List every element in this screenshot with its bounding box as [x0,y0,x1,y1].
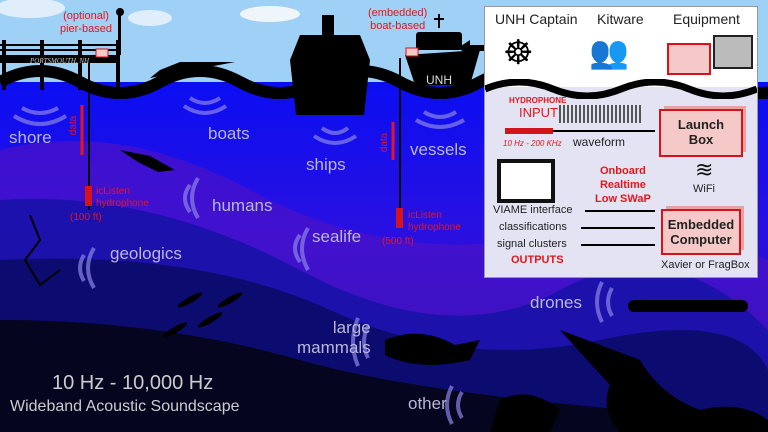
onboard-label: Onboard Realtime Low SWaP [595,164,651,206]
team-icon: 👥 [589,34,629,70]
hydrophone-right-depth: (500 ft) [382,236,414,247]
onboard-line1: Onboard [599,165,646,177]
launch-box-line1: Launch [677,117,725,132]
system-panel: UNH Captain Kitware Equipment ☸ 👥 HYDROP… [484,6,758,278]
label-geologics: geologics [110,244,182,263]
label-ships: ships [306,155,346,174]
hydrophone-right-label: icListen hydrophone [408,210,461,234]
panel-wave-divider [485,79,757,99]
launch-box-line2: Box [688,132,714,147]
hydrophone-right-line2: hydrophone [408,222,461,233]
outputs-title: OUTPUTS [511,254,564,266]
unh-boat-icon [405,14,480,85]
hydrophone-left-line2: hydrophone [96,198,149,209]
boat-label-line1: (embedded) [368,7,428,19]
speedboat-icon [150,62,235,78]
boat-name: UNH [426,73,452,87]
squid-icon [560,330,768,432]
frequency-range: 10 Hz - 10,000 Hz [52,372,214,394]
captain-icon: ☸ [503,34,534,72]
whale-icon [385,333,480,365]
crack-icon [23,214,61,287]
panel-top [485,7,757,87]
label-boats: boats [208,124,250,143]
pier-label-line2: pier-based [60,23,112,35]
output-arrow-3 [581,244,655,246]
label-vessels: vessels [410,140,467,159]
input-label: INPUT [519,105,558,120]
onboard-line3: Low SWaP [595,193,651,205]
output-arrow-1 [585,210,655,212]
ship-icon [290,15,370,115]
label-large-mammals: large mammals [297,318,371,358]
drone-icon [628,300,748,312]
input-range: 10 Hz - 200 KHz [503,139,562,148]
label-large: large [332,318,371,337]
label-other: other [408,394,447,413]
label-shore: shore [9,128,52,147]
fish-school-icon [162,292,243,338]
data-label-right: data [379,132,391,153]
header-kitware: Kitware [597,11,644,27]
embedded-line1: Embedded [667,217,735,232]
embedded-computer-box: Embedded Computer [661,209,741,255]
waveform-icon [559,105,641,123]
label-humans: humans [212,196,273,215]
hydrophone-plug-icon [505,128,553,134]
diver-icon [120,150,175,172]
data-label-left: data [68,115,80,136]
input-arrow [553,130,655,132]
embedded-line2: Computer [670,232,732,247]
subtitle: Wideband Acoustic Soundscape [10,398,240,415]
boat-label: (embedded) boat-based [368,7,427,33]
output-signal-clusters: signal clusters [497,238,567,250]
hydrophone-left-label: icListen hydrophone [96,186,149,210]
battery-icon [713,35,753,69]
boat-label-line2: boat-based [370,20,426,32]
viame-monitor-icon [497,159,555,203]
wifi-icon: ≋ [695,157,714,182]
label-sealife: sealife [312,227,362,246]
header-equipment: Equipment [673,11,740,27]
hydrophone-right-line1: icListen [408,210,442,221]
output-classifications: classifications [499,221,567,233]
output-arrow-2 [581,227,655,229]
gpu-icon [667,43,711,75]
pier-label: (optional) pier-based [60,10,112,36]
embedded-caption: Xavier or FragBox [661,259,750,271]
header-unh-captain: UNH Captain [495,11,578,27]
sound-wave-icons [12,96,614,425]
onboard-line2: Realtime [599,179,646,191]
output-viame: VIAME interface [493,204,573,216]
wifi-label: WiFi [693,183,715,195]
pier-icon [0,8,124,90]
input-title: HYDROPHONE [509,96,567,105]
label-mammals: mammals [297,338,371,357]
label-drones: drones [530,293,582,312]
waveform-label: waveform [573,135,626,149]
pier-sign: PORTSMOUTH, NH [30,57,90,65]
hydrophone-left-depth: (100 ft) [70,212,102,223]
launch-box: Launch Box [659,109,743,157]
pier-label-line1: (optional) [63,10,109,22]
hydrophone-left-line1: icListen [96,186,130,197]
